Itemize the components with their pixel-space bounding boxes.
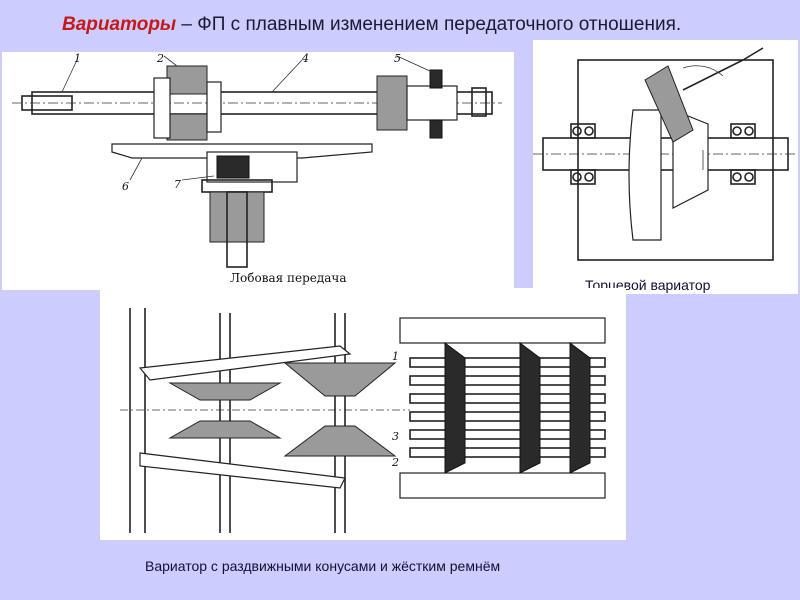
frontal-drive-drawing: 1 2 4 5 6 7 Лобовая передача — [12, 52, 502, 285]
label-6: 6 — [122, 180, 129, 193]
control-arm — [682, 59, 744, 91]
leader-7 — [181, 175, 215, 181]
ball-4 — [584, 172, 594, 182]
face-variator-figure — [533, 40, 798, 294]
shaft-end — [21, 95, 73, 111]
vertical-housing — [209, 191, 265, 243]
friction-disk — [111, 143, 373, 159]
vertical-shaft — [226, 191, 248, 268]
slat-3 — [569, 342, 591, 474]
ball-6 — [744, 126, 754, 136]
belt-plate-4 — [409, 411, 606, 422]
upper-cone-profile — [399, 317, 606, 344]
belt-plate-1 — [409, 357, 606, 368]
label-belt-3: 3 — [392, 430, 399, 443]
label-belt-1: 1 — [392, 350, 399, 363]
leader-1 — [61, 59, 78, 93]
leader-5 — [396, 55, 433, 73]
cone-1-bottom — [168, 420, 282, 439]
adjust-arc — [682, 65, 724, 77]
belt-plate-6 — [409, 447, 606, 458]
cone-2-top — [283, 362, 397, 397]
ball-8 — [744, 172, 754, 182]
label-1: 1 — [74, 52, 81, 65]
lower-cone-profile — [399, 472, 606, 499]
label-2: 2 — [156, 52, 164, 65]
bearing-right-bottom — [730, 169, 756, 185]
nut — [471, 87, 487, 117]
title-rest: – ФП с плавным изменением передаточного … — [176, 14, 682, 35]
roller-top — [166, 65, 208, 95]
frontal-drive-figure: 1 2 4 5 6 7 Лобовая передача — [2, 52, 514, 290]
bearing-housing — [376, 75, 408, 131]
cone-variator-figure: 1 3 2 — [100, 288, 626, 540]
cone-variator-drawing: 1 3 2 — [120, 308, 606, 533]
cone-variator-caption: Вариатор с раздвижными конусами и жёстки… — [145, 558, 501, 574]
leader-6 — [129, 157, 143, 181]
ball-1 — [572, 126, 582, 136]
slat-2 — [519, 342, 541, 474]
label-belt-2: 2 — [391, 456, 399, 469]
cone-1-top — [168, 382, 282, 401]
housing — [577, 59, 774, 261]
roller-collar — [206, 81, 222, 133]
bearing-right-top — [730, 123, 756, 139]
tilted-roller — [644, 65, 694, 143]
spring-7 — [216, 155, 250, 179]
bearing-left-bottom — [570, 169, 596, 185]
label-4: 4 — [301, 52, 309, 65]
ball-7 — [732, 172, 742, 182]
belt-plate-2 — [409, 375, 606, 386]
belt-plate-3 — [409, 393, 606, 404]
belt-plate-5 — [409, 429, 606, 440]
lever-knob-top — [429, 69, 443, 89]
title-accent: Вариаторы — [62, 14, 177, 35]
ball-3 — [572, 172, 582, 182]
face-variator-drawing — [533, 47, 798, 261]
roller-hub — [153, 77, 171, 139]
lower-lever — [139, 452, 346, 489]
leader-4 — [271, 59, 303, 93]
upper-lever — [138, 345, 352, 381]
leader-2 — [163, 55, 178, 67]
roller-bottom — [166, 113, 208, 141]
lever-knob-bottom — [429, 119, 443, 139]
label-7: 7 — [174, 178, 181, 191]
ball-5 — [732, 126, 742, 136]
ball-2 — [584, 126, 594, 136]
slat-1 — [444, 342, 466, 474]
sleeve — [406, 85, 458, 121]
control-arm-tip — [742, 47, 764, 61]
face-disk — [628, 109, 662, 241]
cone-2-bottom — [283, 425, 397, 457]
frontal-caption: Лобовая передача — [230, 271, 347, 285]
label-5: 5 — [394, 52, 401, 65]
bearing-left-top — [570, 123, 596, 139]
slide-title: Вариаторы – ФП с плавным изменением пере… — [62, 14, 681, 36]
